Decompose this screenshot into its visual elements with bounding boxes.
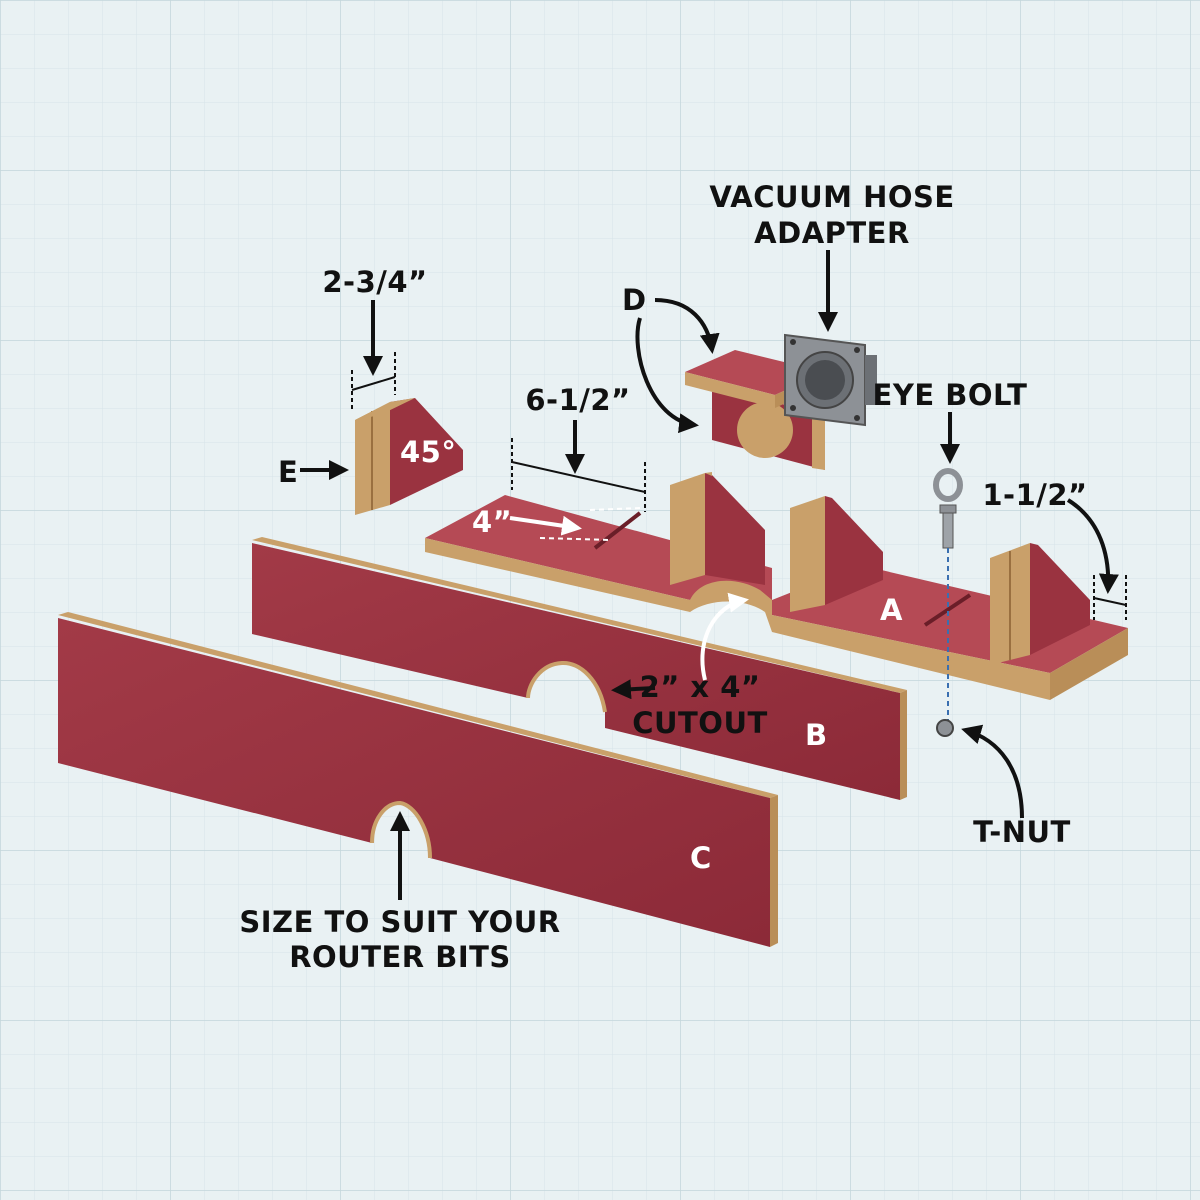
dim-2-3-4-label: 2-3/4” [322, 265, 427, 299]
part-c-label: C [690, 841, 712, 875]
angle-45-label: 45° [400, 435, 456, 469]
router-bits-label-line2: ROUTER BITS [289, 940, 511, 974]
part-b-label: B [805, 718, 828, 752]
support-e-right [990, 543, 1090, 665]
router-bits-label-line1: SIZE TO SUIT YOUR [239, 905, 560, 939]
vacuum-hose-label-line1: VACUUM HOSE [709, 180, 954, 214]
part-d-label: D [622, 283, 647, 317]
part-a-label: A [880, 593, 903, 627]
leader-arrows [300, 250, 1119, 900]
dimension-lines [351, 300, 1127, 620]
cutout-label-line2: CUTOUT [632, 706, 768, 740]
eye-bolt-label: EYE BOLT [873, 378, 1028, 412]
white-leader-arrows [509, 515, 749, 681]
t-nut [936, 719, 954, 737]
vacuum-hose-label-line2: ADAPTER [754, 216, 910, 250]
support-e-left [670, 472, 765, 585]
cutout-label-line1: 2” x 4” [640, 670, 761, 704]
eye-bolt [933, 468, 963, 720]
vacuum-hose-adapter [784, 333, 877, 427]
t-nut-label: T-NUT [973, 815, 1071, 849]
support-e-middle [790, 496, 883, 612]
dim-4-label: 4” [472, 505, 512, 539]
part-e-label: E [278, 455, 298, 489]
part-e-block [355, 398, 463, 515]
dim-1-1-2-label: 1-1/2” [982, 478, 1087, 512]
part-c-board [58, 612, 778, 947]
part-b-board [252, 537, 907, 800]
dim-6-1-2-label: 6-1/2” [525, 383, 630, 417]
